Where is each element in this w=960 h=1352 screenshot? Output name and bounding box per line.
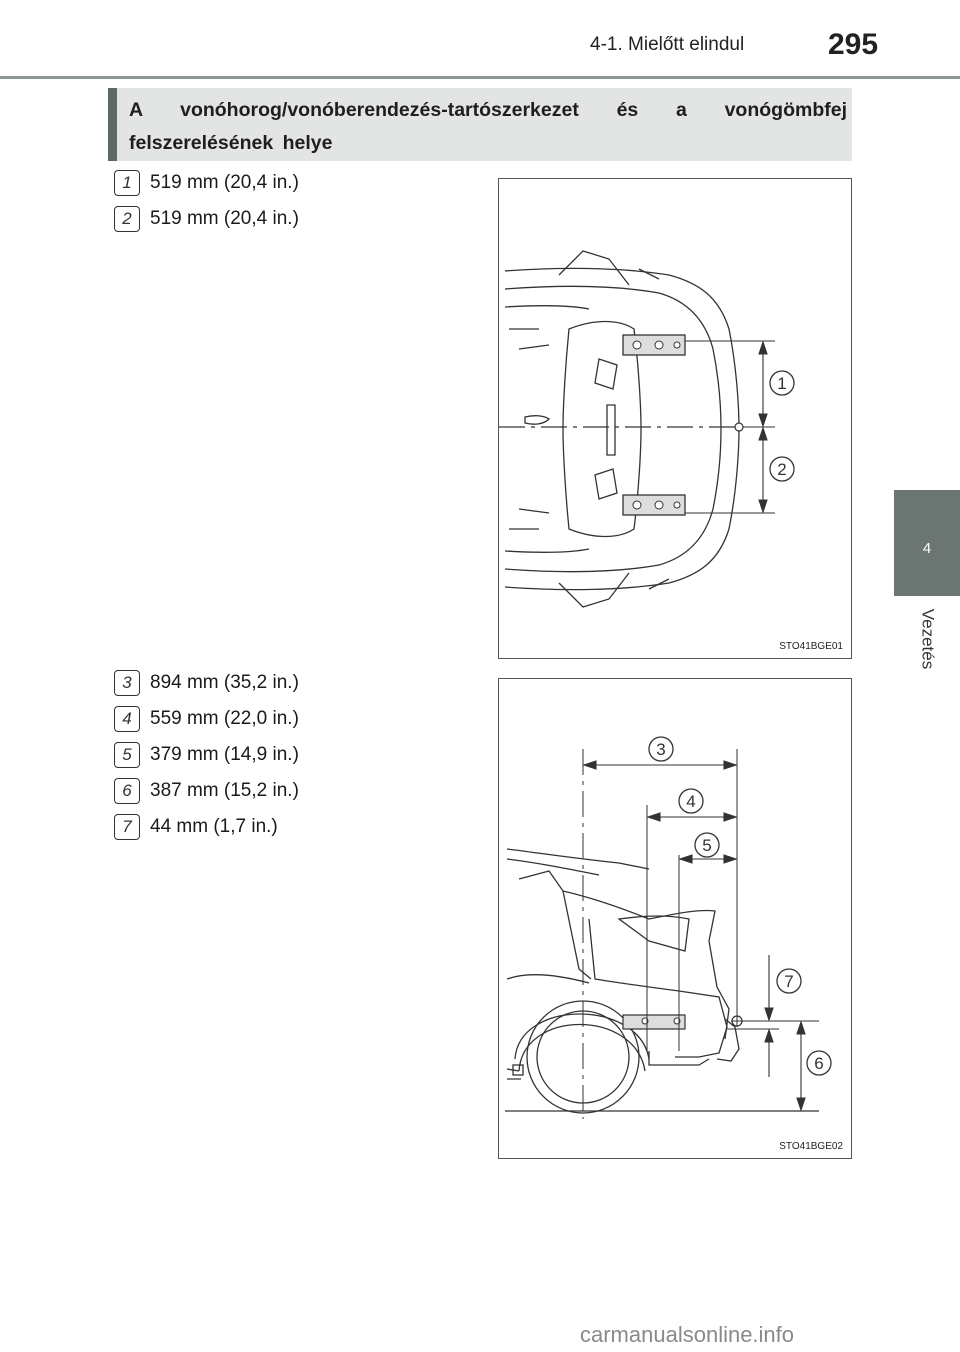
section-title: 4-1. Mielőtt elindul: [590, 34, 745, 55]
figure-top-view: 1 2 STO41BGE01: [498, 178, 852, 659]
callout-4: 4: [686, 792, 695, 811]
item-number-badge: 5: [114, 742, 140, 768]
callout-1: 1: [777, 374, 786, 393]
item-text: 379 mm (14,9 in.): [150, 744, 299, 765]
section-heading-box: A vonóhorog/vonóberendezés-tartószerkeze…: [108, 88, 852, 161]
item-text: 894 mm (35,2 in.): [150, 672, 299, 693]
watermark: carmanualsonline.info: [580, 1322, 795, 1347]
item-number-badge: 4: [114, 706, 140, 732]
chapter-tab[interactable]: 4: [894, 490, 960, 596]
item-text: 519 mm (20,4 in.): [150, 172, 299, 193]
callout-7: 7: [784, 972, 793, 991]
chapter-label: Vezetés: [918, 608, 937, 670]
header-rule: [0, 76, 960, 79]
figure-code: STO41BGE01: [779, 641, 843, 652]
item-number-badge: 2: [114, 206, 140, 232]
figure-side-view: 3 4 5 7 6 STO41BGE02: [498, 678, 852, 1159]
callout-6: 6: [814, 1054, 823, 1073]
callout-5: 5: [702, 836, 711, 855]
item-number-badge: 3: [114, 670, 140, 696]
car-side-view-illustration: 3 4 5 7 6: [505, 736, 832, 1119]
page-number: 295: [828, 28, 879, 61]
item-text: 559 mm (22,0 in.): [150, 708, 299, 729]
chapter-number: 4: [922, 540, 932, 557]
item-text: 387 mm (15,2 in.): [150, 780, 299, 801]
item-text: 519 mm (20,4 in.): [150, 208, 299, 229]
item-text: 44 mm (1,7 in.): [150, 816, 278, 837]
page-header: 4-1. Mielőtt elindul 295: [0, 0, 960, 80]
item-number-badge: 6: [114, 778, 140, 804]
figure-code: STO41BGE02: [779, 1141, 843, 1152]
car-top-view-illustration: 1 2: [499, 250, 795, 608]
item-number-badge: 1: [114, 170, 140, 196]
section-heading: A vonóhorog/vonóberendezés-tartószerkeze…: [129, 99, 847, 154]
callout-2: 2: [777, 460, 786, 479]
callout-3: 3: [656, 740, 665, 759]
item-number-badge: 7: [114, 814, 140, 840]
